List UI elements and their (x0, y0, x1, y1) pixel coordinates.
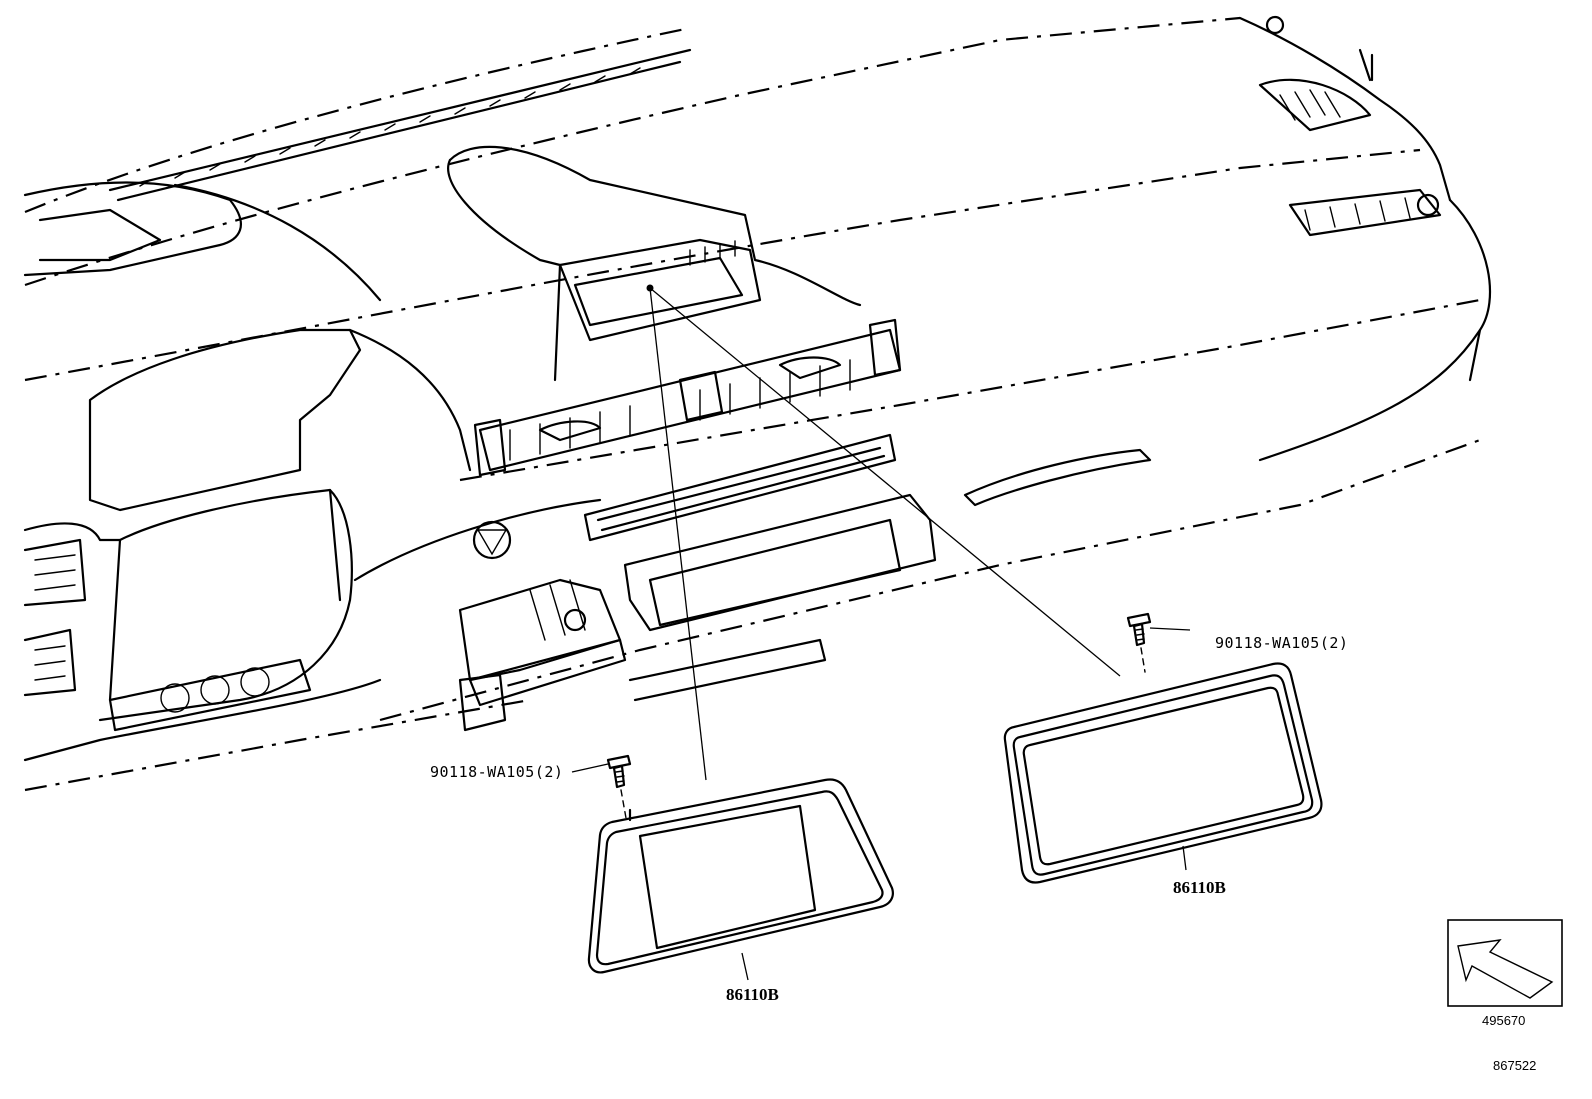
callout-panel-right: 86110B (1173, 878, 1226, 897)
illustration-reference-number: 495670 (1482, 1013, 1526, 1028)
page-reference-number: 867522 (1493, 1058, 1537, 1073)
leader-lines (646, 284, 1121, 781)
display-panel-right (1003, 662, 1323, 884)
callout-bolt-left: 90118-WA105(2) (430, 763, 564, 781)
direction-indicator (1447, 919, 1563, 1007)
leader-panel-left (741, 952, 749, 981)
callout-bolt-right: 90118-WA105(2) (1215, 634, 1349, 652)
instrument-panel-drawing (23, 15, 1492, 792)
bolt-right (1126, 612, 1191, 673)
arrow-icon (1457, 939, 1554, 999)
direction-indicator-frame (1447, 919, 1563, 1007)
bolt-left (571, 754, 632, 819)
display-panel-left (587, 778, 894, 974)
leader-panel-right (1182, 845, 1187, 871)
callout-panel-left: 86110B (726, 985, 779, 1004)
